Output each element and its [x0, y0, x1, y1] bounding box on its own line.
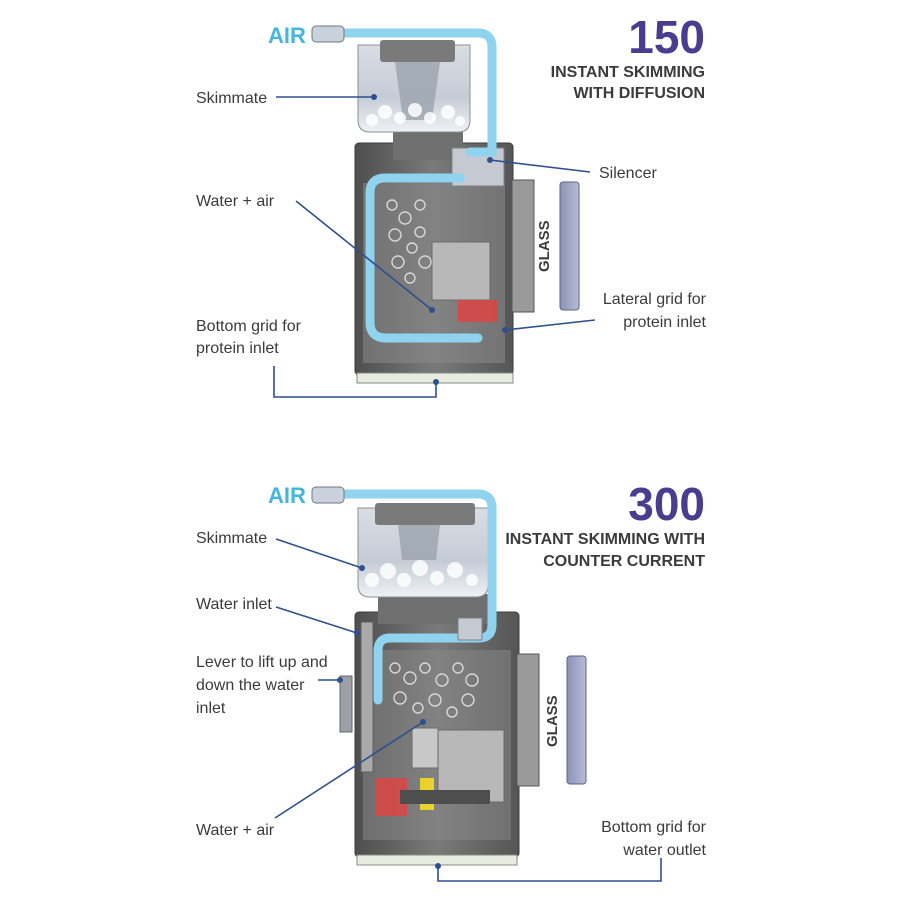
lower-skimmer-illustration — [311, 486, 587, 866]
upper-model-number: 150 — [628, 11, 705, 63]
lower-label-lever-line3: inlet — [196, 700, 226, 717]
upper-model-desc-line1: INSTANT SKIMMING — [551, 64, 705, 81]
lower-air-label: AIR — [268, 483, 306, 508]
upper-label-silencer: Silencer — [599, 165, 657, 182]
lower-label-lever-line2: down the water — [196, 677, 305, 694]
lower-label-water-air: Water + air — [196, 822, 275, 839]
upper-skimmer-illustration — [311, 25, 580, 384]
lower-model-number: 300 — [628, 478, 705, 530]
lower-label-skimmate: Skimmate — [196, 530, 267, 547]
upper-label-water-air: Water + air — [196, 193, 275, 210]
lower-model-desc-line2: COUNTER CURRENT — [543, 553, 705, 570]
lower-label-water-inlet: Water inlet — [196, 596, 272, 613]
lower-leader-lines — [274, 538, 662, 882]
lower-label-bottom-grid-line1: Bottom grid for — [601, 819, 707, 836]
lower-label-bottom-grid-line2: water outlet — [622, 842, 706, 859]
upper-leader-lines — [273, 94, 596, 398]
upper-air-label: AIR — [268, 23, 306, 48]
lower-glass-label: GLASS — [544, 695, 561, 747]
upper-model-desc-line2: WITH DIFFUSION — [573, 85, 705, 102]
upper-label-lateral-grid-line2: protein inlet — [623, 314, 706, 331]
upper-label-skimmate: Skimmate — [196, 90, 267, 107]
upper-label-lateral-grid-line1: Lateral grid for — [603, 291, 707, 308]
lower-label-lever-line1: Lever to lift up and — [196, 654, 328, 671]
upper-label-bottom-grid-line1: Bottom grid for — [196, 318, 302, 335]
lower-model-desc-line1: INSTANT SKIMMING WITH — [505, 531, 705, 548]
upper-glass-label: GLASS — [536, 220, 553, 272]
upper-label-bottom-grid-line2: protein inlet — [196, 340, 279, 357]
